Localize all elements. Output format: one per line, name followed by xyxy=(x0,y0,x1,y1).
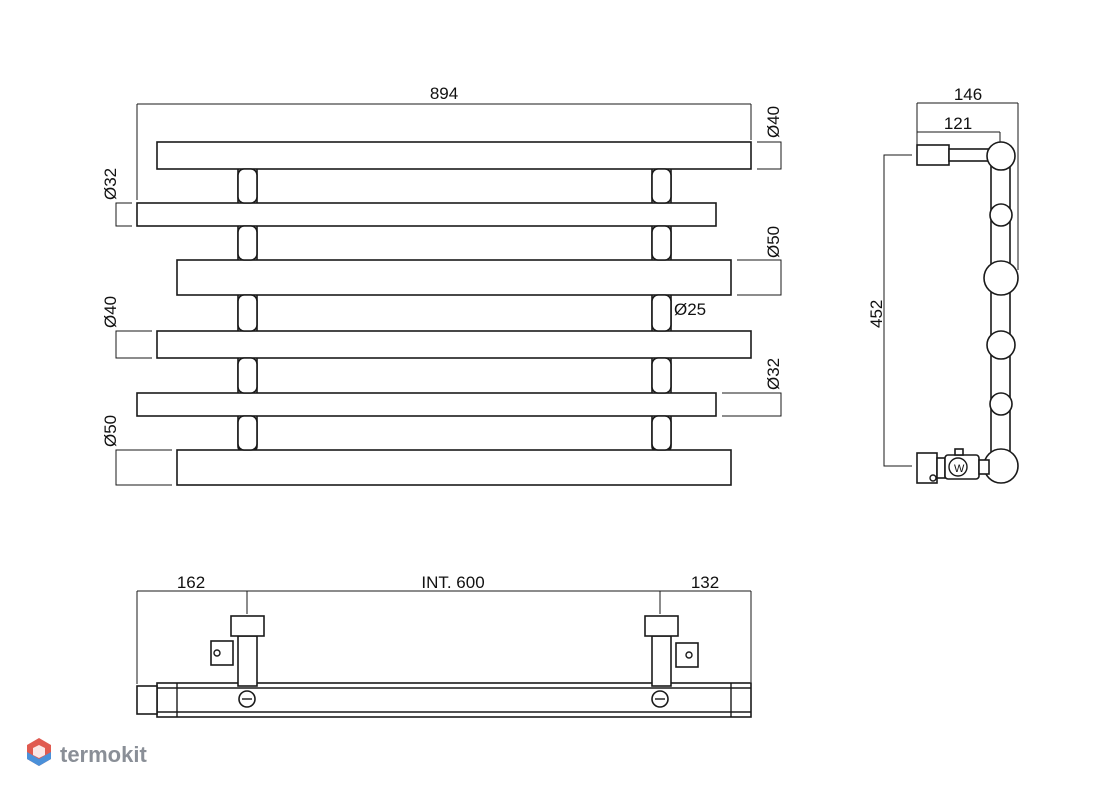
dia-left-lower-label: Ø40 xyxy=(101,296,120,328)
side-lower-bracket xyxy=(916,452,938,484)
brand-name: termokit xyxy=(60,742,147,767)
left-offset-label: 162 xyxy=(177,573,205,592)
overall-width-label: 894 xyxy=(430,84,458,103)
bar-6 xyxy=(176,449,732,486)
dia-left-upper-label: Ø32 xyxy=(101,168,120,200)
post-segments xyxy=(237,168,672,451)
right-offset-label: 132 xyxy=(691,573,719,592)
top-end-cap xyxy=(136,685,158,715)
bar-3 xyxy=(176,259,732,296)
side-bar-2 xyxy=(989,203,1013,227)
side-bar-5 xyxy=(989,392,1013,416)
front-view: 894 Ø40 Ø50 Ø32 Ø32 Ø40 Ø50 Ø25 xyxy=(101,84,783,486)
bar-1 xyxy=(156,141,752,170)
side-vertical-tube xyxy=(990,155,1011,467)
side-bar-3 xyxy=(983,260,1019,296)
side-bar-4 xyxy=(986,330,1016,360)
dia-right-mid-label: Ø50 xyxy=(764,226,783,258)
left-mount xyxy=(210,615,265,708)
top-view: 162 INT. 600 132 xyxy=(136,573,752,718)
bar-2 xyxy=(136,202,717,227)
depth-inner-label: 121 xyxy=(944,114,972,133)
side-view: W 146 121 452 xyxy=(867,85,1019,484)
termokit-logo: termokit xyxy=(27,738,147,767)
dia-top-right-label: Ø40 xyxy=(764,106,783,138)
dia-left-bottom-label: Ø50 xyxy=(101,415,120,447)
dia-post-label: Ø25 xyxy=(674,300,706,319)
bar-5 xyxy=(136,392,717,417)
right-mount xyxy=(644,615,699,708)
side-bar-1 xyxy=(986,141,1016,171)
valve-mark: W xyxy=(954,463,965,475)
interaxis-label: INT. 600 xyxy=(421,573,484,592)
depth-total-label: 146 xyxy=(954,85,982,104)
height-label: 452 xyxy=(867,300,886,328)
dia-right-lower-label: Ø32 xyxy=(764,358,783,390)
bar-4 xyxy=(156,330,752,359)
side-upper-bracket xyxy=(916,144,950,166)
